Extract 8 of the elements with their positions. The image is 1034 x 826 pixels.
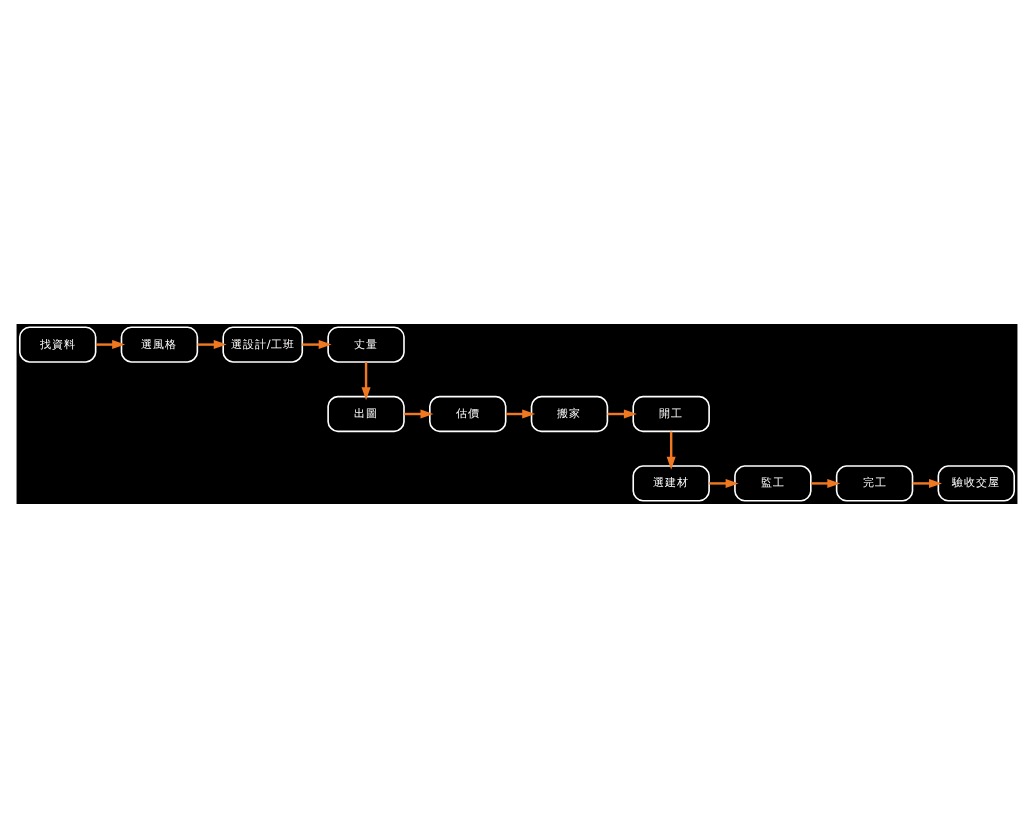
arrow <box>811 477 841 487</box>
arrow <box>95 339 126 349</box>
arrow <box>912 477 942 487</box>
arrow <box>709 477 739 487</box>
arrow <box>361 361 371 400</box>
arrow <box>302 339 332 349</box>
arrow <box>197 339 227 349</box>
arrow <box>666 430 676 469</box>
